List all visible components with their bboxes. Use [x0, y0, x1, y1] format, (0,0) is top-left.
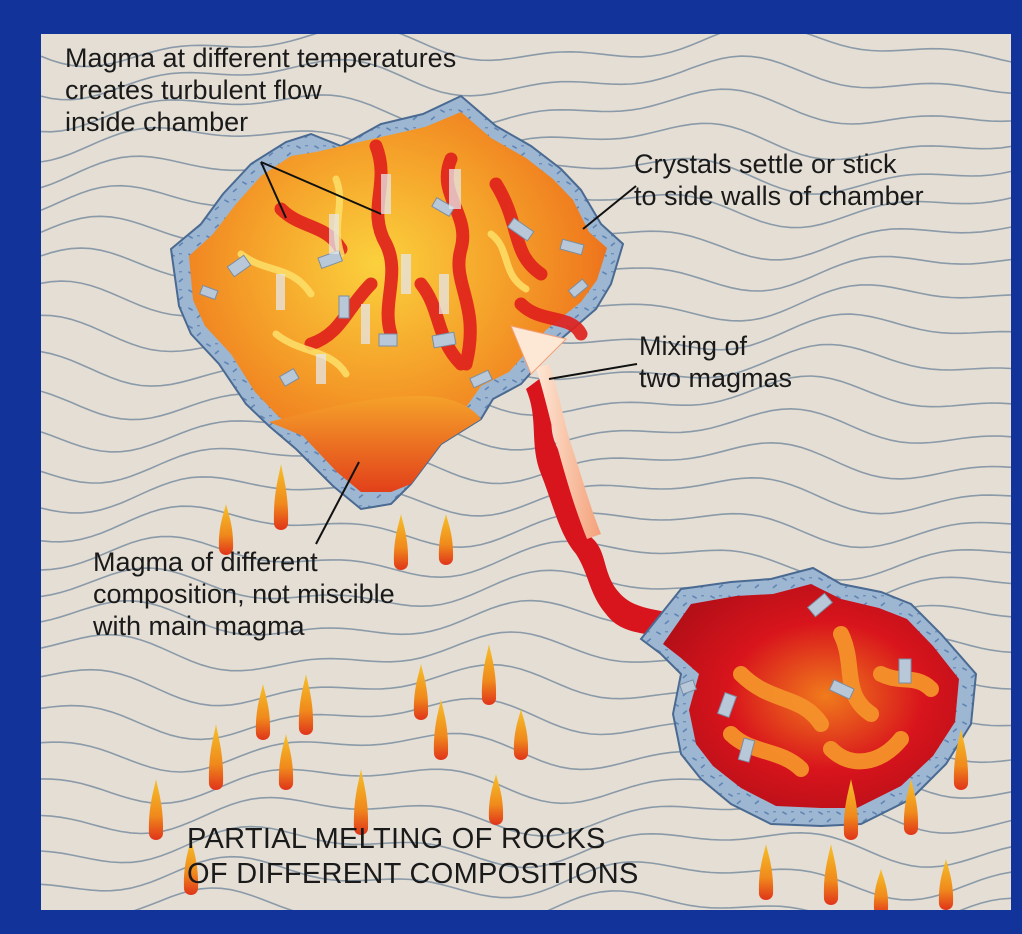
rock-stratum-line: [41, 376, 1011, 420]
label-crystals-settle: Crystals settle or stick to side walls o…: [634, 148, 924, 212]
melt-droplet: [256, 684, 270, 740]
rock-stratum-line: [41, 477, 1011, 516]
lower-magma-chamber: [641, 568, 976, 826]
melt-droplet: [874, 869, 888, 910]
melt-droplet: [824, 844, 838, 905]
label-mixing: Mixing of two magmas: [639, 330, 792, 394]
label-turbulent-flow: Magma at different temperatures creates …: [65, 42, 456, 138]
melt-droplet: [209, 724, 223, 790]
melt-droplet: [759, 844, 773, 900]
melt-droplet: [299, 674, 313, 735]
label-immiscible-magma: Magma of different composition, not misc…: [93, 546, 395, 642]
melt-droplet: [514, 709, 528, 760]
melt-droplet: [149, 779, 163, 840]
melt-droplet: [434, 699, 448, 760]
label-partial-melting: PARTIAL MELTING OF ROCKS OF DIFFERENT CO…: [187, 822, 639, 892]
melt-droplet: [482, 644, 496, 705]
melt-droplet: [274, 464, 288, 530]
magma-chamber-diagram: Magma at different temperatures creates …: [41, 34, 1011, 910]
melt-droplet: [439, 514, 453, 565]
melt-droplet: [414, 664, 428, 720]
melt-droplet: [394, 514, 408, 570]
